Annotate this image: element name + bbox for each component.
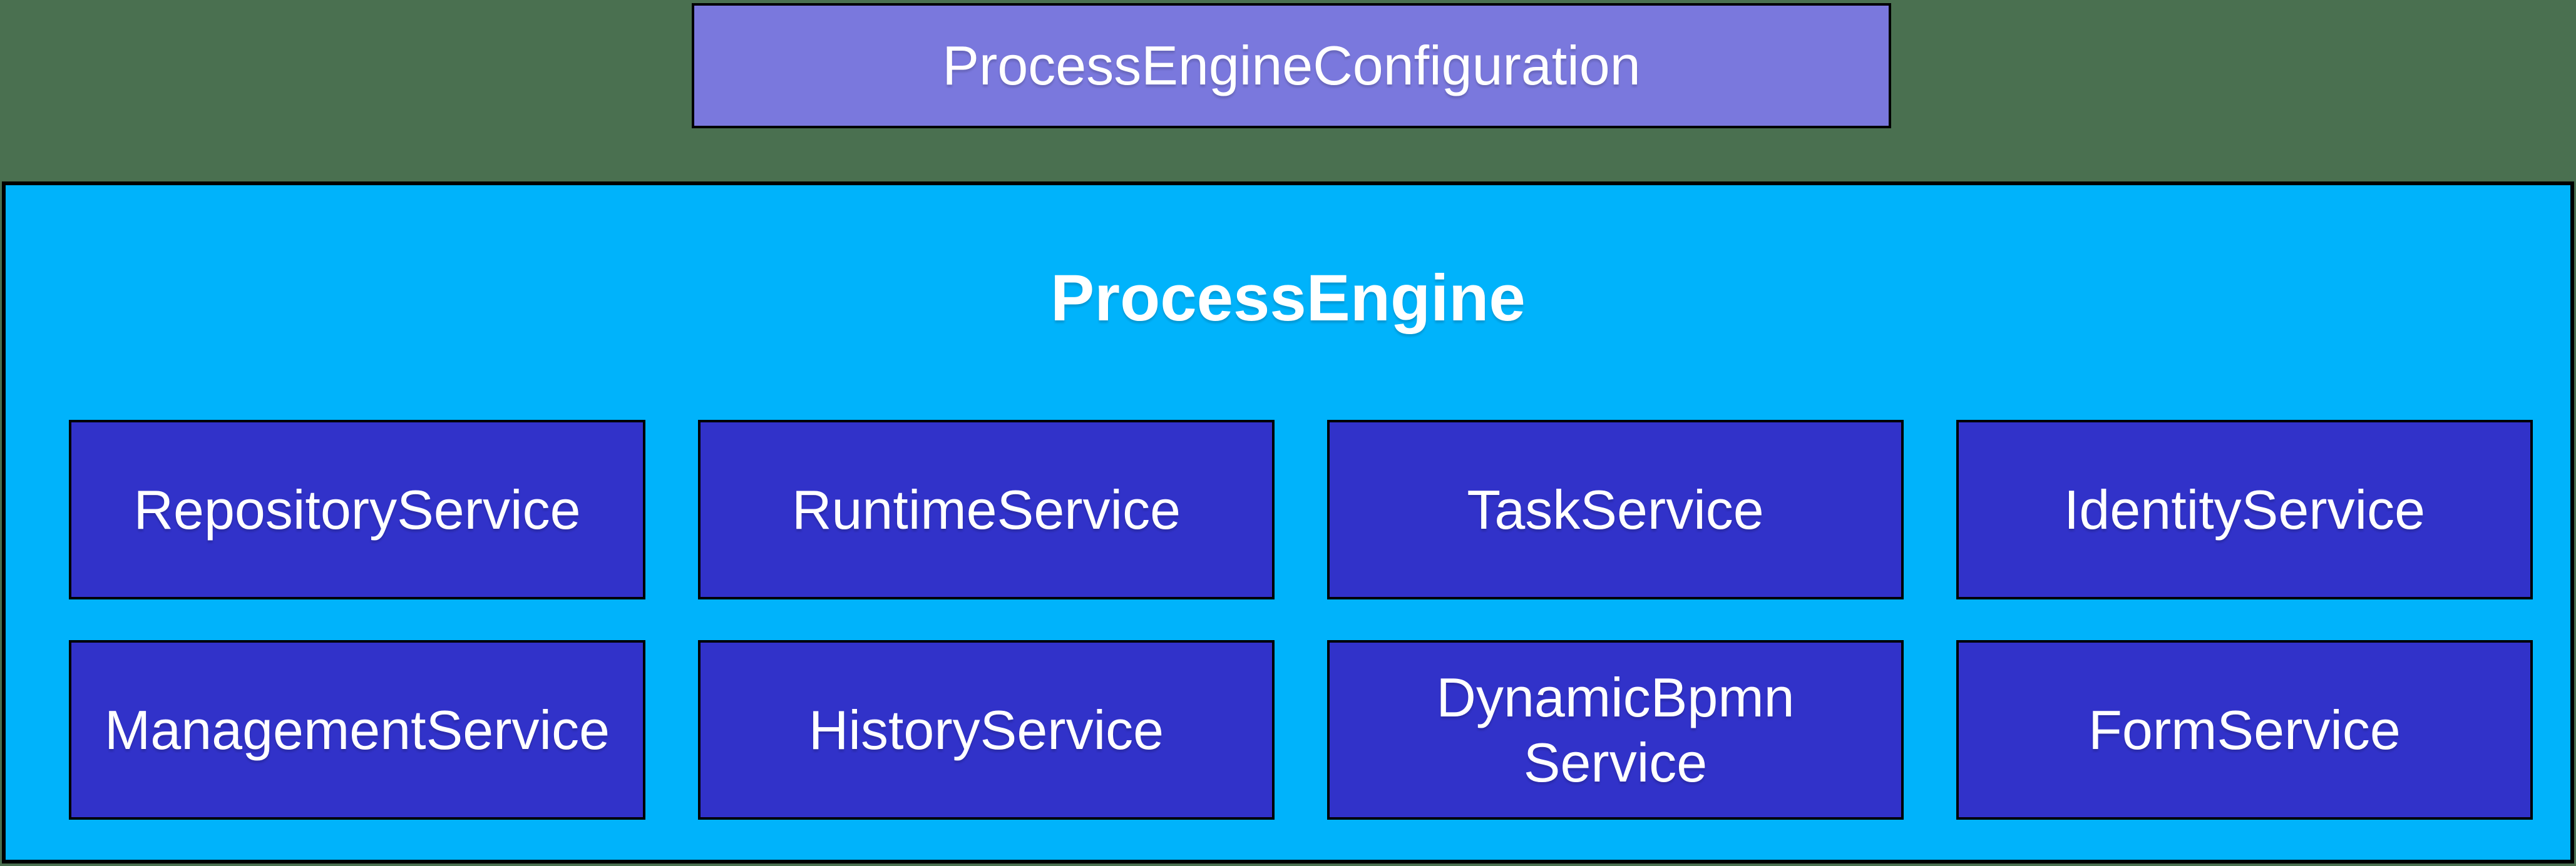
service-label: FormService xyxy=(2088,698,2401,761)
process-engine-configuration-label: ProcessEngineConfiguration xyxy=(942,34,1641,96)
service-label: DynamicBpmn xyxy=(1436,666,1795,728)
process-engine-box: ProcessEngine RepositoryService RuntimeS… xyxy=(2,181,2574,863)
service-label-line2: Service xyxy=(1523,731,1708,793)
service-box-runtime: RuntimeService xyxy=(698,420,1275,599)
process-engine-configuration-box: ProcessEngineConfiguration xyxy=(692,3,1891,128)
service-label: RuntimeService xyxy=(791,478,1181,541)
service-label: HistoryService xyxy=(808,698,1164,761)
service-box-task: TaskService xyxy=(1327,420,1904,599)
service-box-history: HistoryService xyxy=(698,640,1275,820)
service-box-repository: RepositoryService xyxy=(69,420,645,599)
service-label: IdentityService xyxy=(2063,478,2426,541)
service-box-identity: IdentityService xyxy=(1956,420,2533,599)
service-label: RepositoryService xyxy=(133,478,581,541)
service-label: ManagementService xyxy=(104,698,610,761)
service-box-dynamicbpmn: DynamicBpmn Service xyxy=(1327,640,1904,820)
service-box-management: ManagementService xyxy=(69,640,645,820)
process-engine-title: ProcessEngine xyxy=(1050,262,1526,335)
service-label: TaskService xyxy=(1467,478,1764,541)
service-box-form: FormService xyxy=(1956,640,2533,820)
